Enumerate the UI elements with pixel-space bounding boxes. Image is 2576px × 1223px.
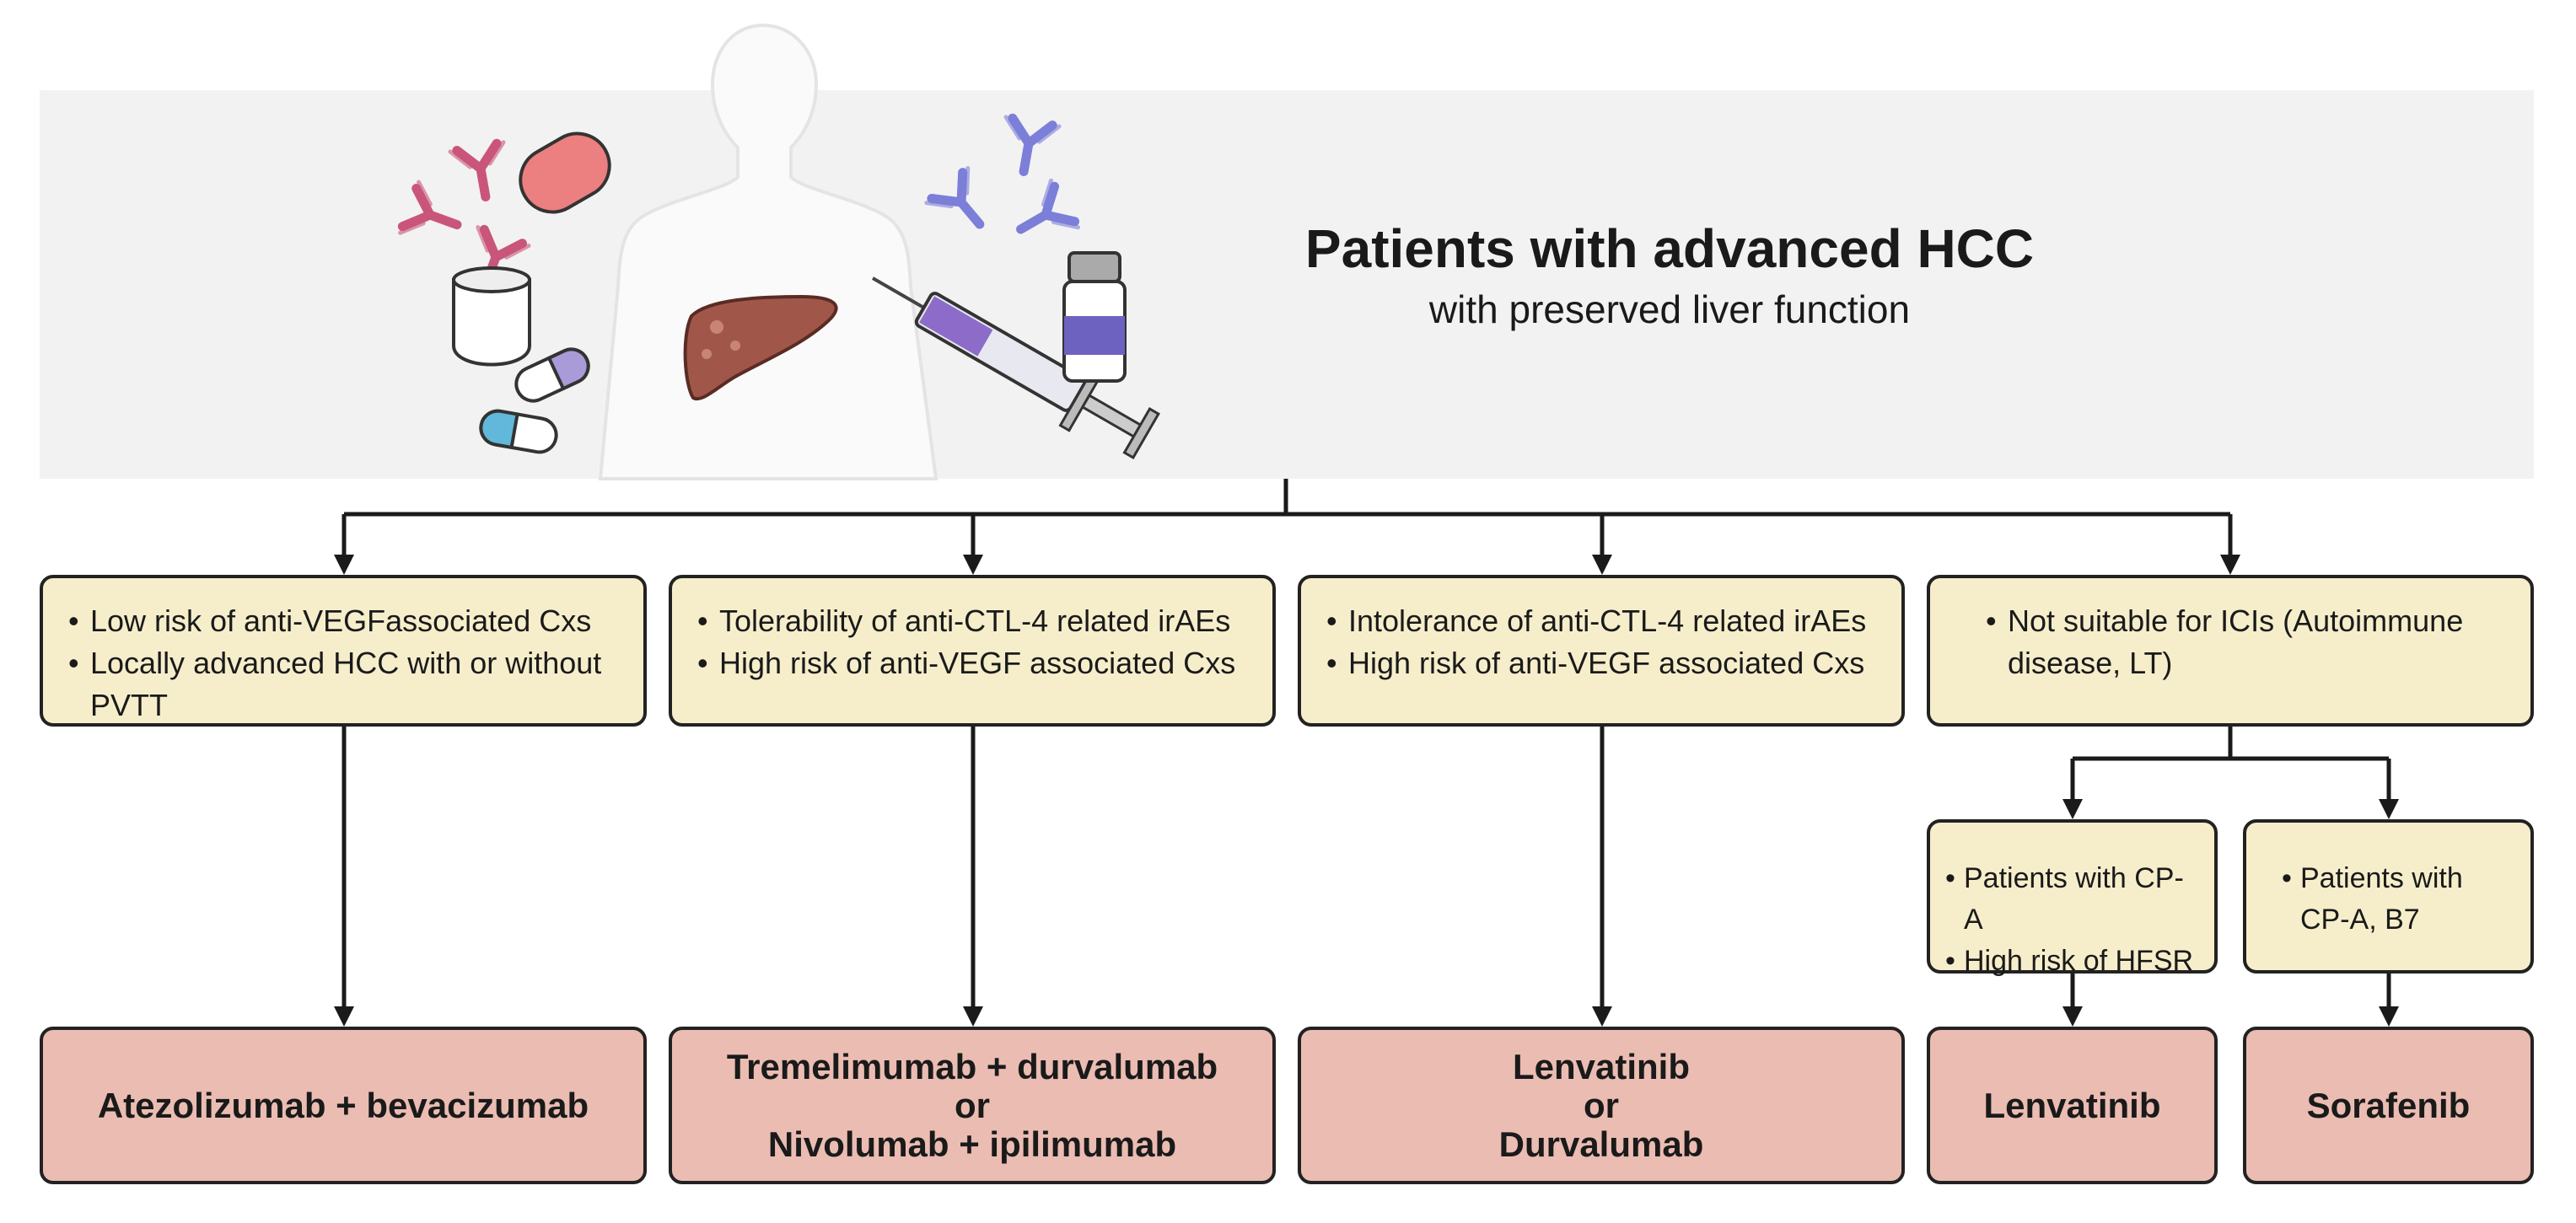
treatment-line: Atezolizumab + bevacizumab	[97, 1085, 589, 1125]
treatment-box-atezo: Atezolizumab + bevacizumab	[40, 1027, 647, 1184]
capsule-icon	[452, 131, 611, 454]
criteria-item: High risk of HFSR	[1945, 941, 2201, 982]
treatment-line: Lenvatinib	[1512, 1046, 1691, 1086]
criteria-box-atezo: Low risk of anti-VEGFassociated Cxs Loca…	[40, 575, 647, 727]
treatment-box-treme: Tremelimumab + durvalumab or Nivolumab +…	[669, 1027, 1276, 1184]
criteria-item: Low risk of anti-VEGFassociated Cxs	[68, 600, 625, 642]
criteria-box-cpa: Patients with CP-A High risk of HFSR	[1927, 819, 2218, 982]
treatment-line: or	[1584, 1085, 1619, 1125]
treatment-line: or	[955, 1085, 990, 1125]
criteria-item: Locally advanced HCC with or without PVT…	[68, 642, 625, 727]
treatment-box-lenva-durva: Lenvatinib or Durvalumab	[1298, 1027, 1905, 1184]
criteria-box-lenva-durva: Intolerance of anti-CTL-4 related irAEs …	[1298, 575, 1905, 727]
criteria-item: Patients with CP-A	[1945, 858, 2201, 941]
treatment-line: Sorafenib	[2306, 1085, 2471, 1125]
criteria-item: Tolerability of anti-CTL-4 related irAEs	[697, 600, 1254, 642]
page-title: Patients with advanced HCC	[1304, 218, 2035, 279]
criteria-item: Not suitable for ICIs (Autoimmune diseas…	[1986, 600, 2497, 684]
header-title-block: Patients with advanced HCC with preserve…	[1164, 215, 2175, 336]
criteria-box-no-ici: Not suitable for ICIs (Autoimmune diseas…	[1927, 575, 2534, 727]
treatment-box-sora: Sorafenib	[2243, 1027, 2534, 1184]
criteria-item: Intolerance of anti-CTL-4 related irAEs	[1326, 600, 1883, 642]
treatment-line: Nivolumab + ipilimumab	[767, 1124, 1177, 1164]
treatment-line: Durvalumab	[1498, 1124, 1704, 1164]
treatment-box-lenva: Lenvatinib	[1927, 1027, 2218, 1184]
treatment-line: Tremelimumab + durvalumab	[726, 1046, 1218, 1086]
vial-icon	[1062, 251, 1127, 383]
criteria-item: Patients with CP-A, B7	[2282, 858, 2517, 941]
criteria-item: High risk of anti-VEGF associated Cxs	[697, 642, 1254, 684]
page-subtitle: with preserved liver function	[1428, 287, 1911, 331]
criteria-box-cpb7: Patients with CP-A, B7	[2243, 819, 2534, 974]
criteria-item: High risk of anti-VEGF associated Cxs	[1326, 642, 1883, 684]
criteria-box-treme: Tolerability of anti-CTL-4 related irAEs…	[669, 575, 1276, 727]
treatment-line: Lenvatinib	[1983, 1085, 2161, 1125]
liver-icon	[683, 294, 838, 401]
